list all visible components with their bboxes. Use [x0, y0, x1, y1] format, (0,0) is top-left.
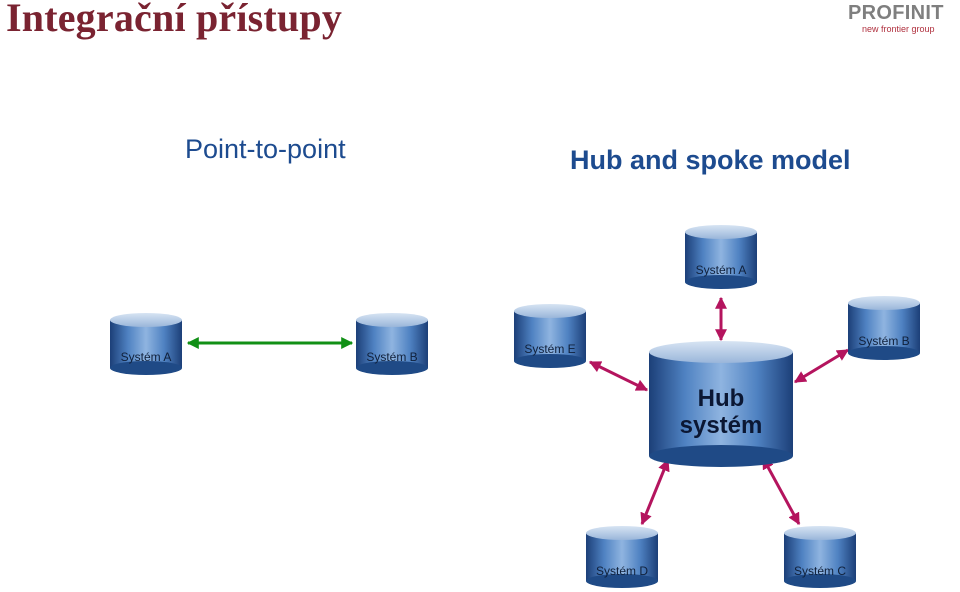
p2p-system-b-label: Systém B [366, 350, 417, 364]
hub-system-e-cylinder: Systém E [514, 304, 586, 368]
p2p-system-a-cylinder: Systém A [110, 313, 182, 375]
link-hub-system-b [793, 348, 850, 384]
hub-system-b-cylinder: Systém B [848, 296, 920, 360]
slide-title: Integrační přístupy [6, 0, 343, 40]
hub-system-cylinder: Hub systém [649, 341, 793, 467]
hub-system-d-label: Systém D [596, 564, 648, 578]
logo-name: PROFINIT [848, 2, 944, 24]
hub-system-c-cylinder: Systém C [784, 526, 856, 588]
p2p-system-a-label: Systém A [121, 350, 172, 364]
link-hub-system-c [761, 456, 801, 526]
link-hub-system-d [640, 458, 670, 526]
hub-system-a-cylinder: Systém A [685, 225, 757, 289]
logo-tagline: new frontier group [862, 24, 935, 34]
hub-label-line2: systém [680, 412, 763, 439]
point-to-point-heading: Point-to-point [185, 134, 346, 164]
link-hub-system-e [588, 360, 649, 392]
profinit-logo: PROFINIT new frontier group [848, 2, 956, 38]
hub-system-a-label: Systém A [696, 263, 747, 277]
hub-system-d-cylinder: Systém D [586, 526, 658, 588]
hub-system-e-label: Systém E [524, 342, 575, 356]
hub-and-spoke-heading: Hub and spoke model [570, 145, 851, 175]
p2p-system-b-cylinder: Systém B [356, 313, 428, 375]
hub-label-line1: Hub [698, 385, 745, 412]
hub-system-b-label: Systém B [858, 334, 909, 348]
hub-system-c-label: Systém C [794, 564, 846, 578]
